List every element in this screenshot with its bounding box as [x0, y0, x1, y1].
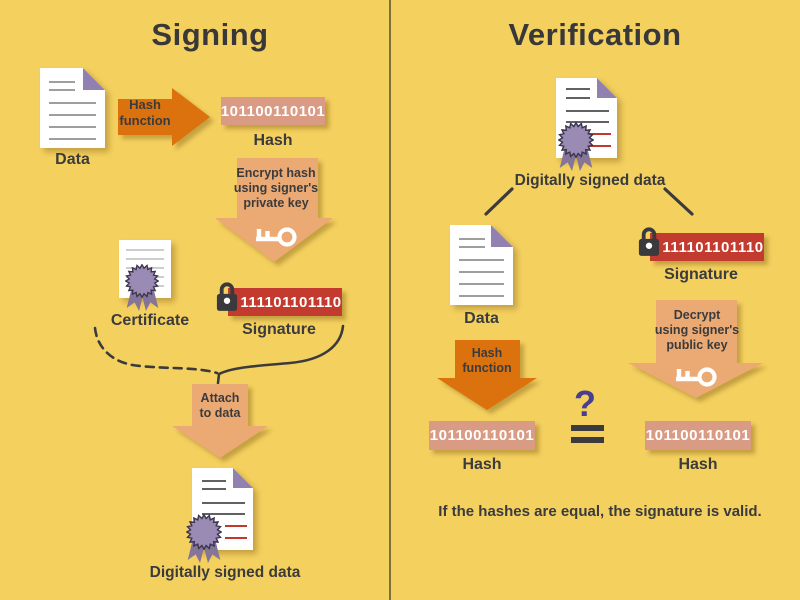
folded-corner-icon: [233, 468, 253, 488]
data-label: Data: [464, 310, 499, 327]
seal-icon: [558, 122, 594, 174]
encrypt-arrow-label: Encrypt hash using signer's private key: [233, 166, 319, 210]
hash-label: Hash: [462, 456, 502, 473]
comparison-question-mark: ?: [574, 383, 596, 424]
certificate-label: Certificate: [110, 312, 190, 329]
signature-value-box: 111101101110: [228, 288, 342, 316]
hash-label: Hash: [253, 132, 293, 149]
hash-function-arrow-label: Hash function: [119, 97, 171, 128]
certificate-seal-icon: [125, 264, 159, 314]
equals-sign-bar: [571, 437, 604, 443]
document-page: [450, 225, 513, 305]
verification-title: Verification: [508, 17, 682, 52]
signed-data-label: Digitally signed data: [149, 564, 301, 581]
panel-divider: [389, 0, 391, 600]
footer-note: If the hashes are equal, the signature i…: [438, 503, 762, 520]
lock-icon: [638, 227, 660, 256]
hash-value-box: 101100110101: [645, 421, 751, 450]
equals-sign-bar: [571, 425, 604, 431]
decrypt-arrow: [628, 300, 763, 398]
lock-icon: [216, 282, 238, 311]
signature-label: Signature: [664, 266, 738, 283]
document-page: [40, 68, 105, 148]
hash-value-box: 101100110101: [221, 97, 325, 125]
hash-function-arrow-label: Hash function: [462, 346, 512, 375]
merge-curves: [93, 324, 345, 385]
split-lines: [484, 187, 694, 216]
encrypt-arrow: [215, 158, 333, 262]
data-document-icon: [40, 68, 105, 148]
public-key-icon: [676, 367, 717, 387]
seal-icon: [186, 514, 222, 566]
hash-function-arrow: [437, 340, 537, 410]
signature-label: Signature: [242, 321, 316, 338]
folded-corner-icon: [491, 225, 513, 247]
signed-data-label: Digitally signed data: [514, 172, 666, 189]
signing-title: Signing: [151, 17, 269, 52]
folded-corner-icon: [597, 78, 617, 98]
folded-corner-icon: [83, 68, 105, 90]
hash-value-box: 101100110101: [429, 421, 535, 450]
attach-arrow-label: Attach to data: [199, 391, 241, 420]
signature-value-box: 111101101110: [650, 233, 764, 261]
data-document-icon: [450, 225, 513, 305]
private-key-icon: [256, 227, 297, 247]
hash-function-arrow: [118, 88, 210, 146]
decrypt-arrow-label: Decrypt using signer's public key: [654, 308, 740, 352]
hash-label: Hash: [678, 456, 718, 473]
attach-arrow: [172, 384, 268, 458]
data-label: Data: [55, 151, 90, 168]
